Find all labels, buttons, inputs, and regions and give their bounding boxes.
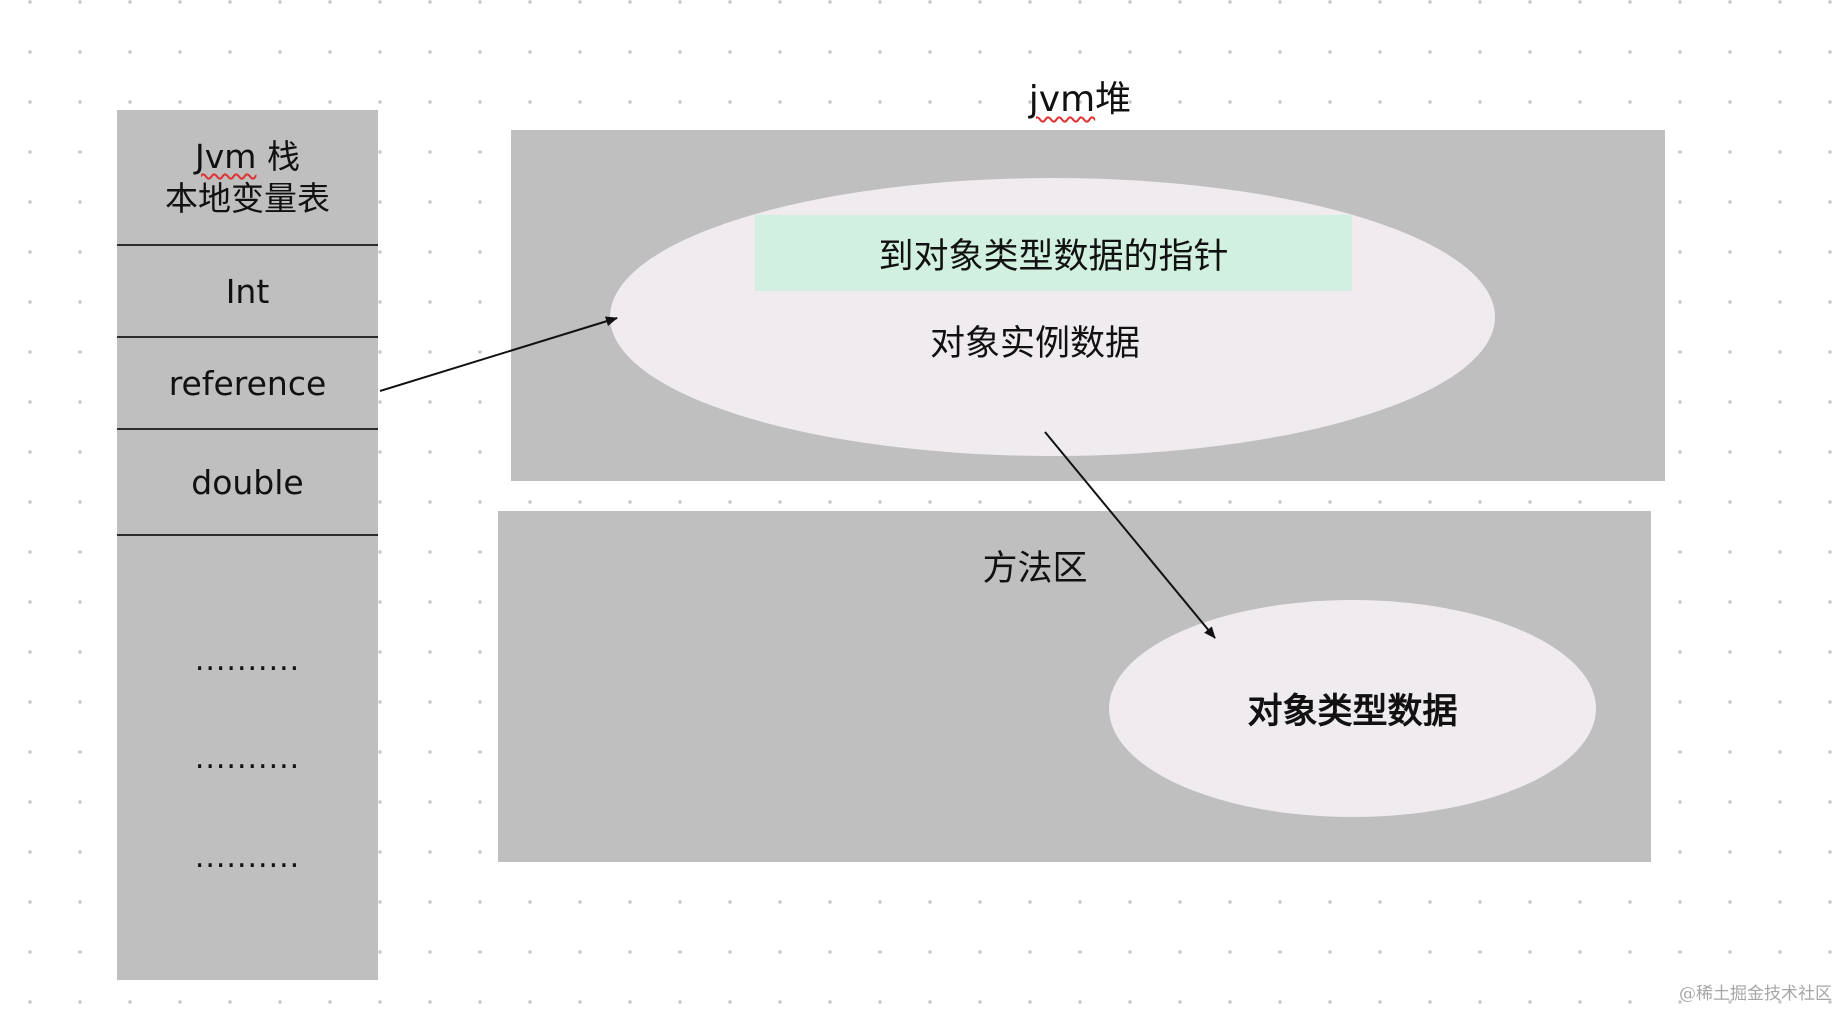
stack-divider	[117, 534, 378, 536]
heap-label-heap: 堆	[1095, 79, 1132, 120]
stack-title-jvm: Jvm	[195, 137, 257, 176]
stack-title: Jvm 栈 本地变量表	[117, 124, 378, 232]
method-area-label: 方法区	[982, 549, 1088, 589]
class-data-ellipse: 对象类型数据	[1109, 600, 1596, 817]
stack-title-line1: Jvm 栈	[195, 136, 300, 178]
stack-slot-double: double	[191, 462, 304, 502]
stack-slot-reference: reference	[168, 363, 327, 403]
type-pointer-label: 到对象类型数据的指针	[878, 236, 1229, 277]
type-pointer-box: 到对象类型数据的指针	[755, 215, 1352, 291]
stack-slot-ellipsis: ..........	[194, 740, 301, 776]
stack-title-line2: 本地变量表	[165, 179, 330, 218]
class-data-label: 对象类型数据	[1247, 692, 1458, 732]
heap-label: jvm堆	[980, 70, 1180, 122]
stack-divider	[117, 336, 378, 338]
heap-label-jvm: jvm	[1028, 79, 1096, 120]
reference-arrow	[379, 316, 618, 392]
stack-slot-ellipsis: ..........	[194, 642, 301, 678]
stack-divider	[117, 428, 378, 430]
stack-title-stack: 栈	[256, 137, 300, 176]
instance-data-label: 对象实例数据	[929, 324, 1140, 364]
stack-slot-int: Int	[225, 271, 270, 311]
type-pointer-arrow	[1044, 431, 1216, 639]
watermark: @稀土掘金技术社区	[1679, 984, 1832, 1004]
jvm-stack: Jvm 栈 本地变量表 Int reference double .......…	[117, 110, 378, 980]
stack-divider	[117, 244, 378, 246]
stack-slot-ellipsis: ..........	[194, 839, 301, 875]
